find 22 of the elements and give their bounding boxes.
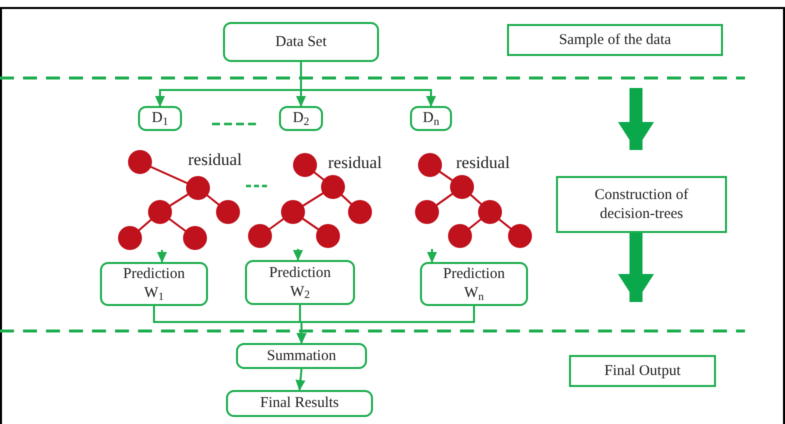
process-box: D$_{2}$ <box>279 106 323 131</box>
process-box: Prediction W$_{n}$ <box>420 262 528 306</box>
process-box: Prediction W$_{1}$ <box>100 262 208 306</box>
process-box: Data Set <box>223 22 379 62</box>
process-box: Summation <box>236 343 367 369</box>
flow-arrow <box>618 88 654 150</box>
process-box: Prediction W$_{2}$ <box>245 260 355 305</box>
connector-arrow <box>427 249 437 263</box>
process-box: D$_{1}$ <box>138 106 182 131</box>
flow-arrow <box>618 233 654 302</box>
process-box: D$_{n}$ <box>410 106 452 131</box>
process-box: Final Results <box>226 390 373 417</box>
connector-arrow <box>293 249 303 261</box>
stage-box: Final Output <box>569 355 716 387</box>
stage-box: Sample of the data <box>507 24 723 56</box>
tree-label: residual <box>456 154 510 171</box>
tree-label: residual <box>328 154 382 171</box>
stage-box: Construction of decision-trees <box>556 176 727 233</box>
tree-label: residual <box>188 151 242 168</box>
connector-arrow <box>296 306 475 344</box>
connector-arrow <box>157 250 167 263</box>
connector-arrow <box>295 368 306 391</box>
